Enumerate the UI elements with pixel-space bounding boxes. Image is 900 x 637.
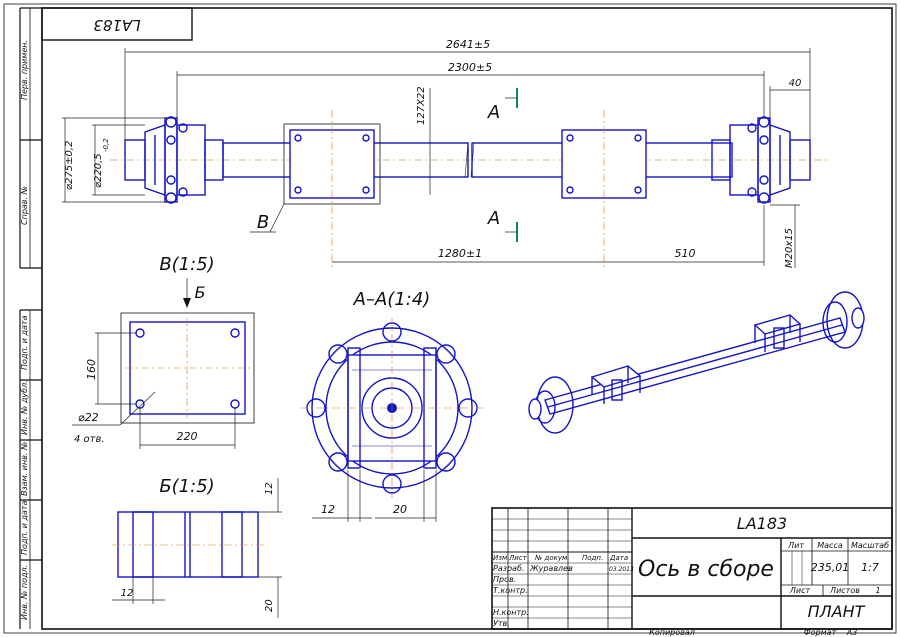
strip-inv-dubl: Инв. № дубл. xyxy=(20,380,29,435)
tb-col-podp: Подп. xyxy=(582,554,603,562)
dim-d275: ⌀275±0,2 xyxy=(64,141,75,190)
tb-designation: LA183 xyxy=(737,514,787,533)
section-mark-a-top: А xyxy=(487,102,500,123)
sheet-border xyxy=(3,3,897,634)
tb-col-list: Лист xyxy=(508,554,528,562)
dim-2300: 2300±5 xyxy=(448,61,492,74)
tb-copied: Копировал xyxy=(649,628,695,637)
view-b-title: В(1:5) xyxy=(159,254,214,275)
title-block: Изм. Лист № докум. Подп. Дата Разраб. Жу… xyxy=(491,507,893,630)
tb-scale-label: Масштаб xyxy=(851,541,889,550)
dim-tube: 127X22 xyxy=(416,86,427,125)
left-hub xyxy=(124,116,224,204)
section-aa-title: А–А(1:4) xyxy=(353,289,431,310)
tb-sheet-label: Лист xyxy=(789,586,811,595)
tb-col-izm: Изм. xyxy=(493,554,509,562)
tb-scale: 1:7 xyxy=(861,561,879,574)
view-bb-title: Б(1:5) xyxy=(159,476,214,497)
section-mark-a-bottom: А xyxy=(487,208,500,229)
section-aa: А–А(1:4) 12 20 xyxy=(300,289,485,522)
dim-1280: 1280±1 xyxy=(438,247,482,260)
tb-sheets-label: Листов xyxy=(829,586,860,595)
strip-sprav-no: Справ. № xyxy=(20,186,29,225)
tb-lit-label: Лит xyxy=(787,541,804,550)
section-aa-dim-12: 12 xyxy=(321,503,335,516)
dim-d220: ⌀220,5 xyxy=(93,153,104,188)
tb-mass: 235,01 xyxy=(811,561,850,574)
section-aa-dim-20: 20 xyxy=(393,503,407,516)
tb-row-utv: Утв. xyxy=(493,619,510,628)
callout-b: В xyxy=(257,212,269,233)
tb-row-razrab: Разраб. xyxy=(493,564,524,573)
tb-mass-label: Масса xyxy=(817,541,843,550)
strip-inv-podl: Инв. № подл. xyxy=(20,565,29,620)
tb-format-label: Формат xyxy=(804,628,837,637)
tb-developer: Журавлев xyxy=(529,564,573,573)
tb-row-nkontr: Н.контр. xyxy=(493,608,529,617)
view-b-callout-frame xyxy=(283,123,381,205)
tb-org: ПЛАНТ xyxy=(808,602,866,621)
view-b-arrow-label: Б xyxy=(195,283,206,302)
strip-perv-primen: Перв. примен. xyxy=(20,40,29,100)
view-bb-dim-12-top: 12 xyxy=(264,482,275,495)
tb-format: А3 xyxy=(846,628,858,637)
top-stamp-box xyxy=(41,7,193,41)
tb-col-doc: № докум. xyxy=(534,554,570,562)
view-bb: Б(1:5) 12 20 12 xyxy=(112,476,282,618)
view-bb-dim-12-bottom: 12 xyxy=(121,588,134,599)
dim-510: 510 xyxy=(675,247,696,260)
tb-row-prov: Пров. xyxy=(493,575,516,584)
top-stamp-code: LA183 xyxy=(93,16,140,34)
dim-overall: 2641±5 xyxy=(446,38,490,51)
view-b-holes-note: 4 отв. xyxy=(74,434,105,445)
strip-podp-data-1: Подп. и дата xyxy=(20,315,29,370)
dim-m20: M20x15 xyxy=(784,228,795,268)
dim-d220-tol: -0,2 xyxy=(102,138,110,152)
main-axle-view: 2641±5 2300±5 40 127X22 ⌀275±0,2 ⌀220,5 … xyxy=(62,38,830,268)
tb-col-data: Дата xyxy=(609,554,628,562)
strip-vzam-inv: Взам. инв. № xyxy=(20,442,29,496)
drawing-frame xyxy=(41,7,893,630)
tb-row-tkontr: Т.контр. xyxy=(493,586,528,595)
strip-podp-data-2: Подп. и дата xyxy=(20,500,29,555)
tb-sheets: 1 xyxy=(875,586,880,595)
view-bb-dim-20: 20 xyxy=(264,599,275,612)
isometric-view xyxy=(528,291,865,434)
view-b-dim-160: 160 xyxy=(85,359,98,380)
tb-dev-date: 03.2013 xyxy=(609,566,634,573)
view-b: В(1:5) Б 160 220 ⌀22 4 отв. xyxy=(72,254,255,449)
view-b-dim-220: 220 xyxy=(177,430,198,443)
view-b-dim-hole: ⌀22 xyxy=(78,411,99,424)
left-strip: Перв. примен. Справ. № Подп. и дата Инв.… xyxy=(19,7,42,629)
dim-40: 40 xyxy=(789,78,802,89)
tb-name: Ось в сборе xyxy=(638,557,774,582)
